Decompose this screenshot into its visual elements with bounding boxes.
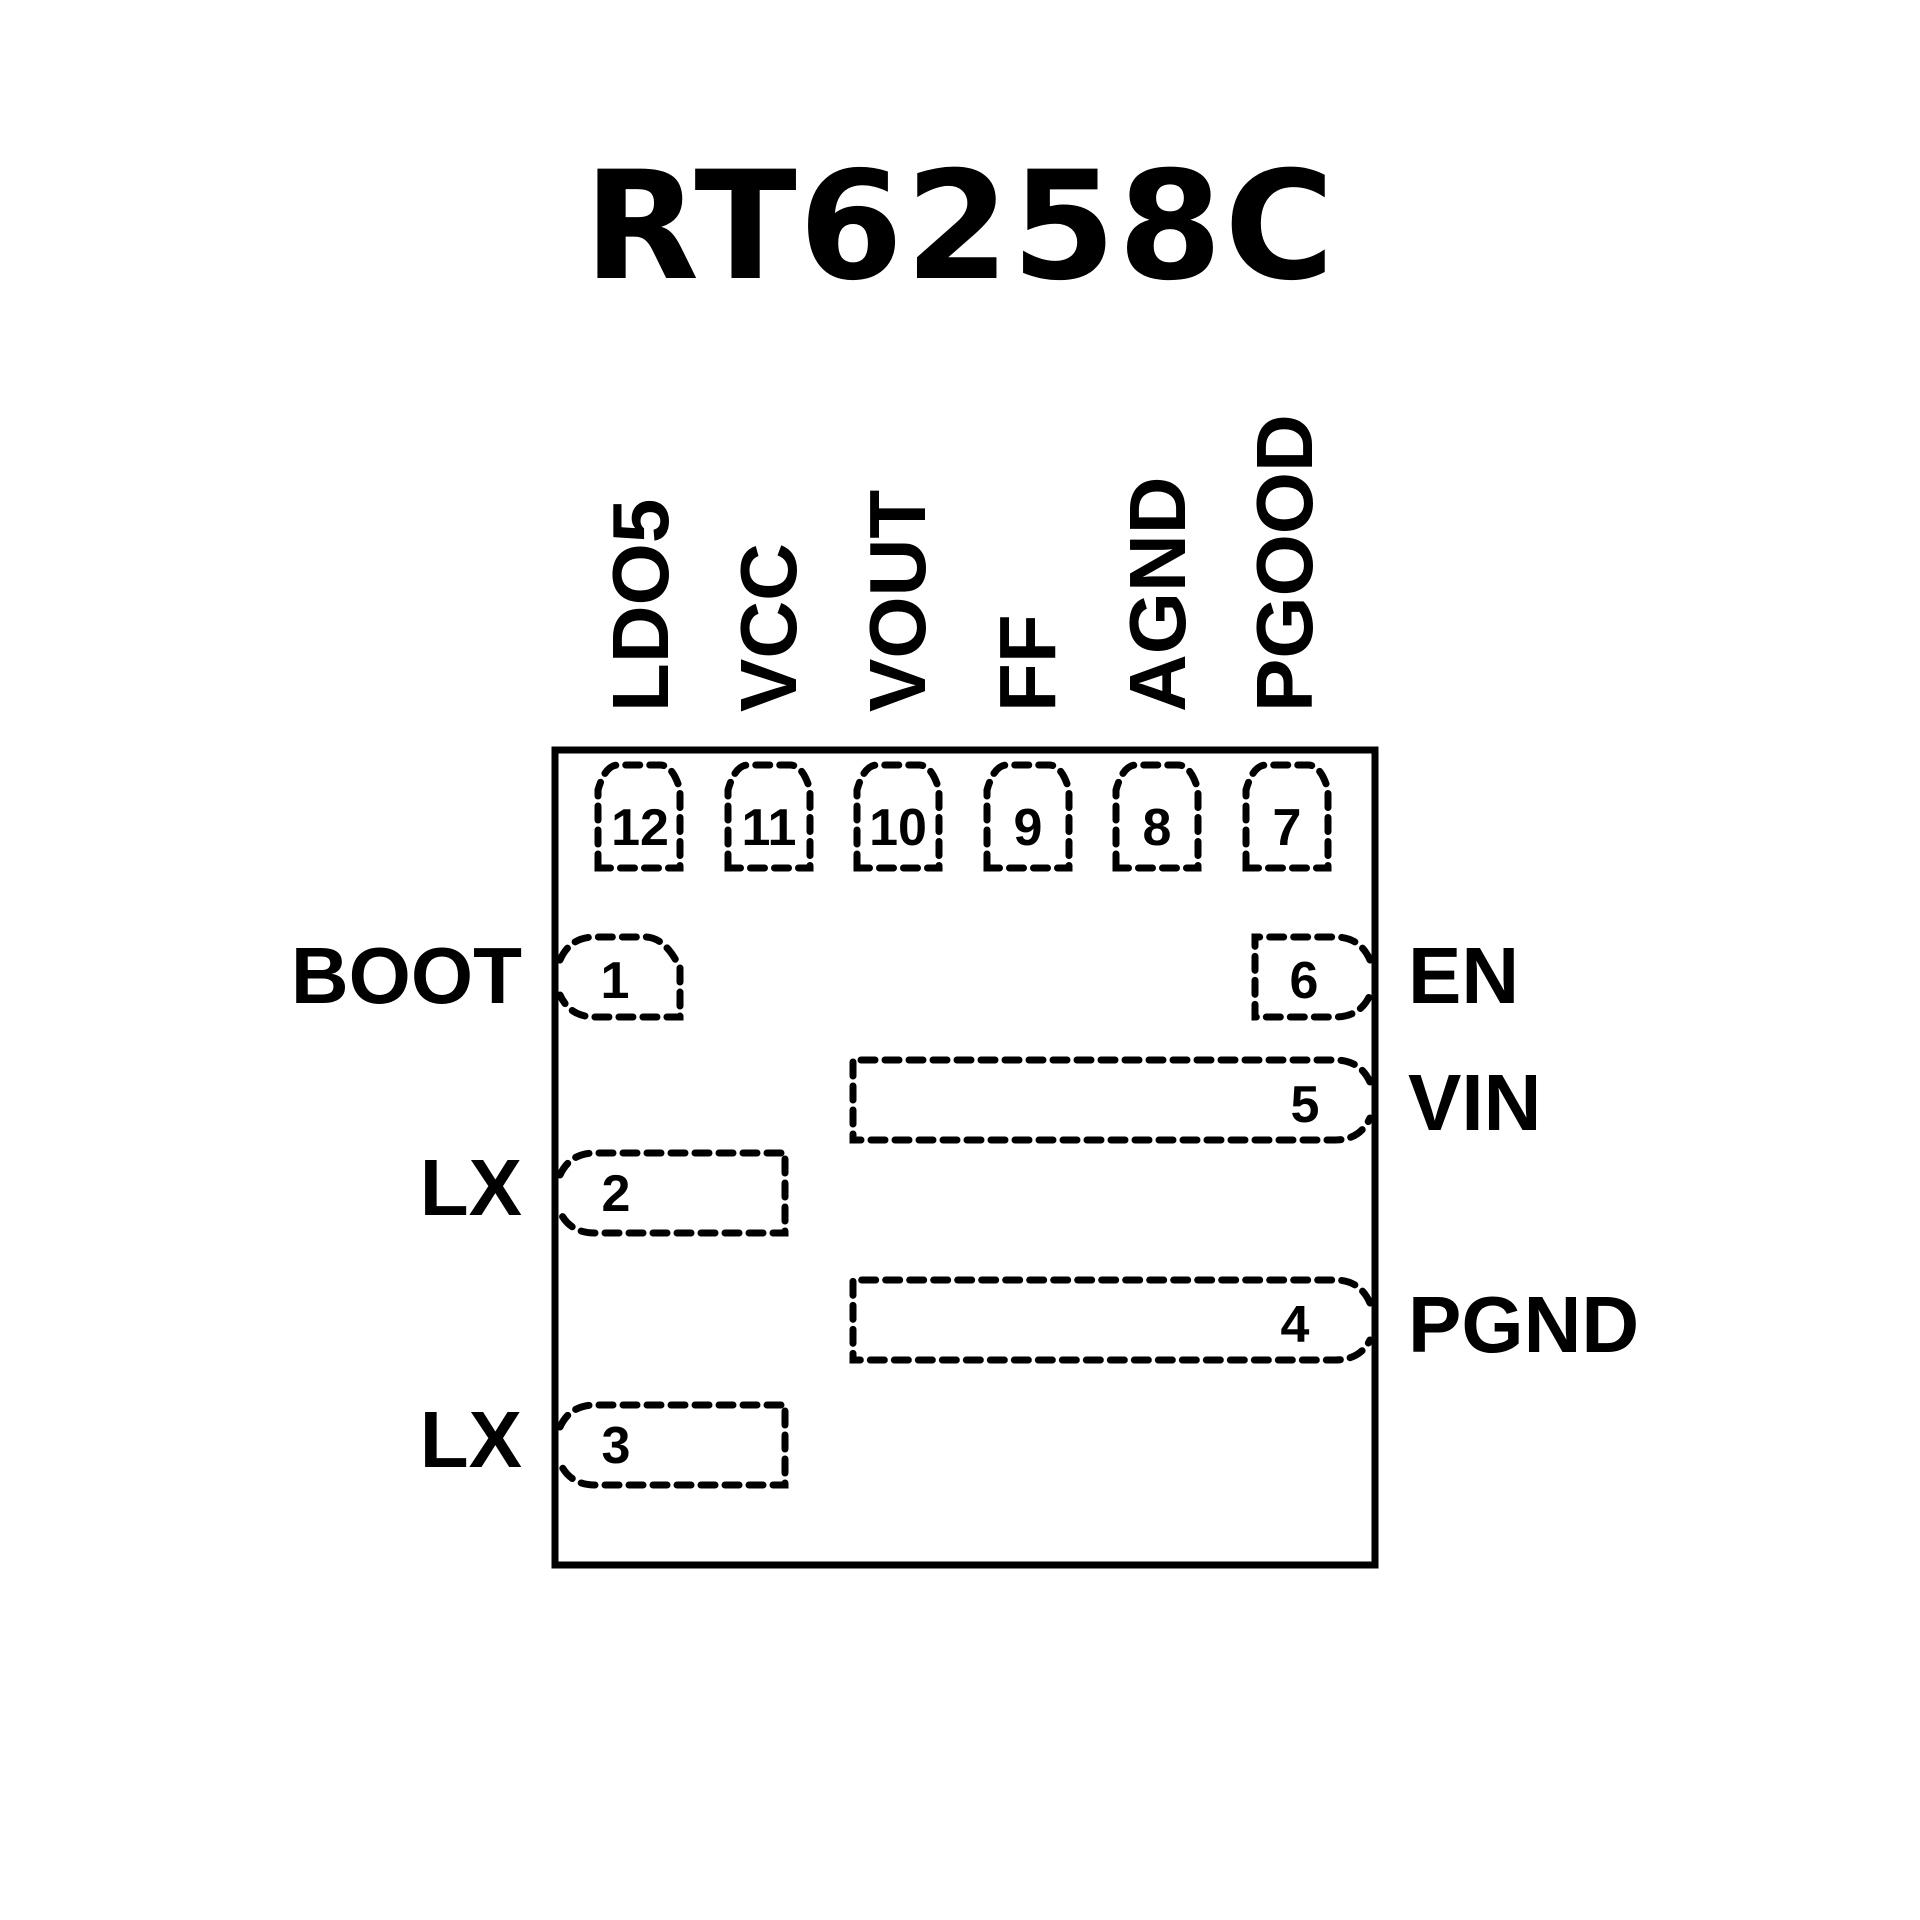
svg-text:VCC: VCC bbox=[724, 543, 813, 712]
svg-text:LDO5: LDO5 bbox=[596, 499, 685, 712]
svg-text:AGND: AGND bbox=[1113, 476, 1202, 712]
svg-text:2: 2 bbox=[602, 1165, 631, 1223]
svg-text:10: 10 bbox=[869, 799, 927, 857]
svg-text:11: 11 bbox=[742, 799, 797, 857]
top-pin-9: 9 FF bbox=[983, 614, 1073, 872]
svg-text:LX: LX bbox=[420, 1395, 522, 1484]
svg-text:6: 6 bbox=[1290, 952, 1319, 1010]
left-pin-3: 3 LX bbox=[420, 1395, 789, 1489]
chip-title: RT6258C bbox=[583, 140, 1337, 314]
top-pin-7: 7 PGOOD bbox=[1240, 414, 1332, 872]
left-pin-2: 2 LX bbox=[420, 1143, 789, 1237]
svg-text:LX: LX bbox=[420, 1143, 522, 1232]
top-pin-12: 12 LDO5 bbox=[594, 499, 685, 872]
svg-text:EN: EN bbox=[1408, 931, 1519, 1020]
svg-text:PGOOD: PGOOD bbox=[1240, 414, 1329, 712]
right-pin-4: 4 PGND bbox=[849, 1276, 1639, 1369]
top-pin-10: 10 VOUT bbox=[853, 490, 943, 872]
svg-text:4: 4 bbox=[1281, 1296, 1310, 1354]
package-outline bbox=[551, 746, 1379, 1569]
svg-text:3: 3 bbox=[602, 1417, 631, 1475]
svg-text:1: 1 bbox=[601, 952, 630, 1010]
right-pin-6: 6 EN bbox=[1251, 931, 1519, 1021]
right-pin-5: 5 VIN bbox=[849, 1056, 1541, 1147]
svg-text:PGND: PGND bbox=[1408, 1280, 1639, 1369]
svg-text:5: 5 bbox=[1291, 1076, 1320, 1134]
left-pin-1: 1 BOOT bbox=[291, 931, 684, 1021]
svg-text:9: 9 bbox=[1014, 799, 1043, 857]
top-pin-11: 11 VCC bbox=[724, 543, 814, 872]
svg-text:FF: FF bbox=[983, 614, 1072, 712]
top-pin-8: 8 AGND bbox=[1112, 476, 1202, 872]
svg-text:7: 7 bbox=[1273, 799, 1302, 857]
svg-text:BOOT: BOOT bbox=[291, 931, 522, 1020]
svg-text:VIN: VIN bbox=[1408, 1058, 1541, 1147]
svg-text:12: 12 bbox=[611, 799, 669, 857]
svg-text:VOUT: VOUT bbox=[853, 490, 942, 712]
svg-text:8: 8 bbox=[1143, 799, 1172, 857]
